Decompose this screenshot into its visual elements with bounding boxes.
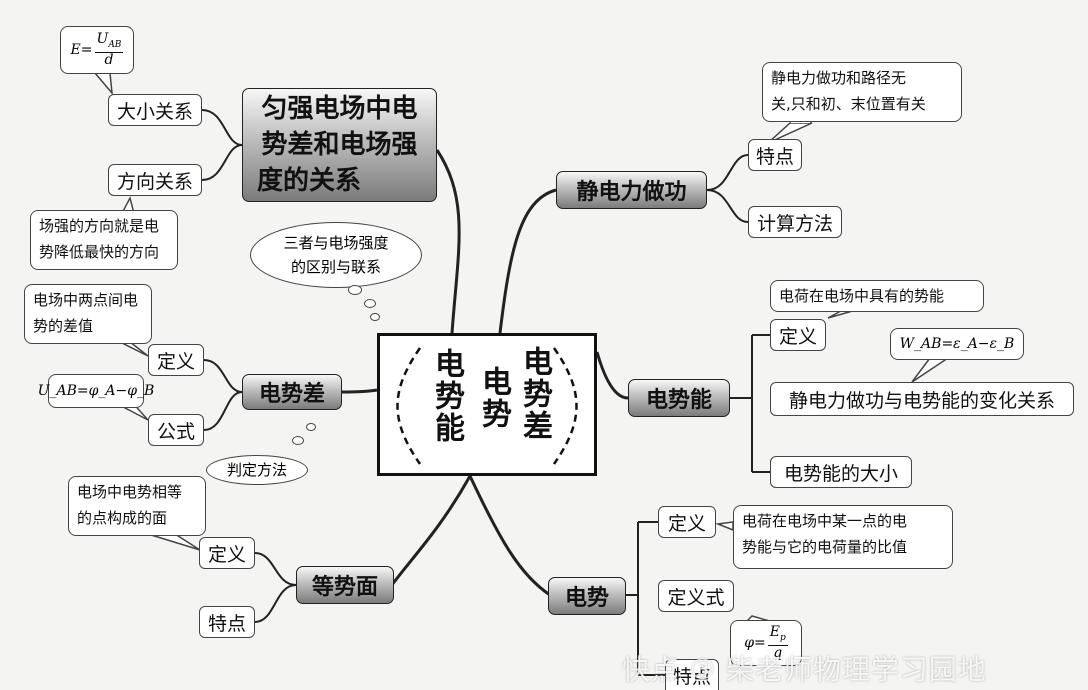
center-potential-energy: 电势能 <box>429 348 464 444</box>
energy-magnitude-node[interactable]: 电势能的大小 <box>770 456 912 488</box>
potential-diff-definition-note: 电场中两点间电 势的差值 <box>24 284 152 344</box>
potential-formula-numerator-sub: p <box>780 632 786 643</box>
formula-fraction: UAB d <box>94 30 124 69</box>
energy-work-formula: W_AB=ε_A−ε_B <box>890 328 1024 360</box>
center-potential-difference: 电势差 <box>517 346 552 442</box>
potential-formula-lhs: φ= <box>744 635 766 651</box>
work-feature-note: 静电力做功和路径无 关,只和初、末位置有关 <box>762 62 962 122</box>
potential-def-formula-node[interactable]: 定义式 <box>658 580 734 612</box>
uniform-field-line-3: 度的关系 <box>257 166 362 196</box>
potential-diff-formula: U_AB=φ_A−φ_B <box>38 374 154 408</box>
center-decoration <box>396 347 578 465</box>
bubble-dot <box>364 299 376 308</box>
uniform-field-line-2: 势差和电场强 <box>261 130 418 160</box>
equipotential-definition-node[interactable]: 定义 <box>199 537 255 569</box>
branch-potential-difference[interactable]: 电势差 <box>242 374 342 410</box>
direction-relation-node[interactable]: 方向关系 <box>108 164 202 196</box>
center-potential: 电势 <box>476 366 511 430</box>
branch-potential-energy[interactable]: 电势能 <box>628 379 730 417</box>
central-topic: 电势能 电势 电势差 <box>377 333 597 476</box>
bubble-dot <box>292 436 304 445</box>
formula-lhs: E= <box>70 42 93 58</box>
formula-numerator: U <box>96 30 109 47</box>
potential-feature-node[interactable]: 特点 <box>665 659 719 690</box>
judge-method-bubble: 判定方法 <box>206 455 308 485</box>
equipotential-feature-node[interactable]: 特点 <box>199 606 255 638</box>
potential-formula-fraction: Ep q <box>767 623 788 662</box>
potential-formula-denominator: q <box>773 645 783 662</box>
bubble-dot <box>348 285 362 295</box>
branch-potential[interactable]: 电势 <box>548 577 626 615</box>
potential-diff-formula-node[interactable]: 公式 <box>148 414 204 446</box>
branch-electric-work[interactable]: 静电力做功 <box>556 171 707 209</box>
direction-note: 场强的方向就是电 势降低最快的方向 <box>30 210 178 270</box>
potential-formula: φ= Ep q <box>730 620 802 666</box>
uniform-field-line-1: 匀强电场中电 <box>261 94 418 124</box>
work-feature-node[interactable]: 特点 <box>748 139 802 171</box>
bubble-dot <box>370 313 380 321</box>
bubble-dot <box>306 423 316 431</box>
potential-diff-definition-node[interactable]: 定义 <box>148 344 204 376</box>
energy-work-relation-node[interactable]: 静电力做功与电势能的变化关系 <box>770 382 1074 416</box>
potential-definition-node[interactable]: 定义 <box>658 506 716 538</box>
energy-definition-note: 电荷在电场中具有的势能 <box>770 280 984 312</box>
magnitude-relation-node[interactable]: 大小关系 <box>108 94 202 126</box>
field-strength-formula: E= UAB d <box>60 26 134 74</box>
energy-definition-node[interactable]: 定义 <box>770 319 826 351</box>
watermark-text: 快点 ③ 柴老师物理学习园地 <box>622 653 987 686</box>
work-calculation-node[interactable]: 计算方法 <box>748 206 842 238</box>
branch-equipotential[interactable]: 等势面 <box>296 566 394 604</box>
potential-definition-note: 电荷在电场中某一点的电 势能与它的电荷量的比值 <box>733 505 953 569</box>
equipotential-definition-note: 电场中电势相等 的点构成的面 <box>68 476 206 536</box>
formula-denominator: d <box>104 52 114 69</box>
branch-uniform-field[interactable]: 匀强电场中电 势差和电场强 度的关系 <box>242 88 437 202</box>
thought-bubble: 三者与电场强度 的区别与联系 <box>250 222 422 288</box>
formula-numerator-sub: AB <box>108 39 122 50</box>
potential-formula-numerator: E <box>769 623 780 640</box>
